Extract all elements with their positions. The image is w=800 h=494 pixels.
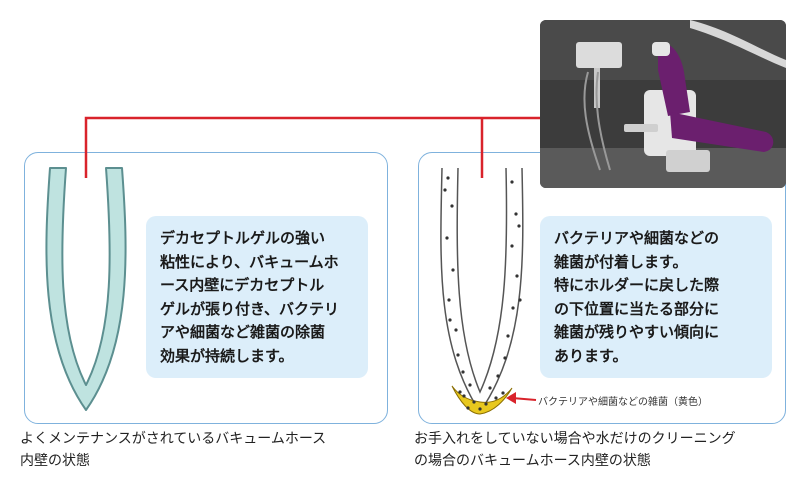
right-caption: お手入れをしていない場合や水だけのクリーニング の場合のバキュームホース内壁の状… xyxy=(414,431,736,469)
dirty-hose-outline-inner xyxy=(456,167,508,394)
clean-hose-wall xyxy=(45,167,127,411)
right-description: バクテリアや細菌などの 雑菌が付着します。 特にホルダーに戻した際 の下位置に当… xyxy=(540,216,772,378)
dental-chair-photo xyxy=(540,20,786,188)
bacteria-annotation: バクテリアや細菌などの雑菌（黄色） xyxy=(538,397,708,408)
bacteria-dots xyxy=(443,176,522,411)
annotation-arrowhead xyxy=(506,392,516,404)
dirty-hose-outline-outer xyxy=(440,167,524,414)
left-description: デカセプトルゲルの強い 粘性により、バキュームホ ース内壁にデカセプトル ゲルが… xyxy=(146,216,368,378)
bacteria-deposit xyxy=(451,385,513,415)
left-caption: よくメンテナンスがされているバキュームホース 内壁の状態 xyxy=(20,431,327,469)
connector-lines xyxy=(84,116,578,178)
